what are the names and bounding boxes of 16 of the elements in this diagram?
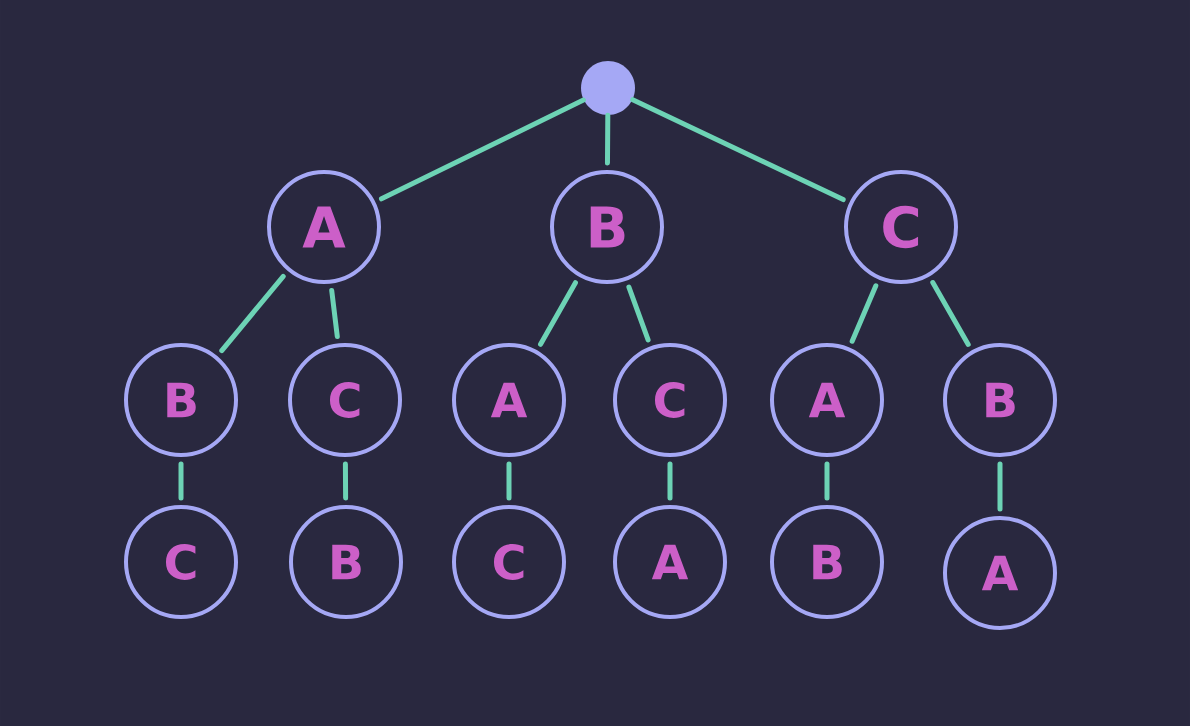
connector-line bbox=[506, 461, 512, 501]
connector-line bbox=[626, 284, 651, 343]
connector-line bbox=[219, 273, 286, 354]
connector-line bbox=[538, 280, 578, 347]
connector-line bbox=[630, 97, 846, 203]
connector-line bbox=[849, 283, 879, 344]
root-dot bbox=[581, 61, 635, 115]
connector-line bbox=[930, 280, 971, 347]
connector-line bbox=[342, 461, 349, 501]
connector-line bbox=[604, 112, 611, 166]
connector-line bbox=[824, 461, 830, 501]
connector-line bbox=[178, 461, 184, 501]
connector-line bbox=[329, 288, 340, 339]
connector-line bbox=[997, 461, 1003, 512]
connector-line bbox=[379, 97, 586, 202]
connector-line bbox=[667, 461, 673, 501]
